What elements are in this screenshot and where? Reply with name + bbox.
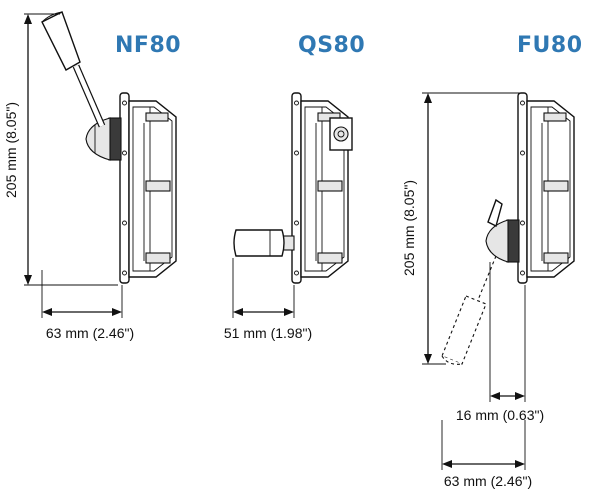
fu80-housing [517,92,575,284]
nf80-height-dimension [24,13,118,286]
fu80-width-label: 63 mm (2.46") [444,473,532,489]
qs80-handle [233,229,295,257]
nf80-height-label: 205 mm (8.05") [3,102,19,198]
qs80-unit: QS80 51 mm (1.98") [224,33,365,341]
fu80-offset-dimension [489,262,526,402]
nf80-unit: NF80 205 mm (8.05") [3,11,181,341]
fu80-hub [485,219,520,263]
nf80-housing [119,92,177,284]
fu80-width-dimension [441,420,526,470]
nf80-width-dimension [41,270,123,318]
fu80-height-dimension [422,92,520,365]
qs80-width-dimension [232,258,295,318]
fu80-height-label: 205 mm (8.05") [401,180,417,276]
qs80-width-label: 51 mm (1.98") [224,325,312,341]
nf80-width-label: 63 mm (2.46") [46,325,134,341]
nf80-title: NF80 [115,33,181,58]
qs80-nut [329,117,353,151]
fu80-unit: FU80 205 mm (8.05") [401,33,583,489]
nf80-lever-handle [41,11,106,128]
fu80-title: FU80 [517,33,583,58]
fu80-offset-label: 16 mm (0.63") [456,407,544,423]
qs80-title: QS80 [298,33,365,58]
nf80-hub [85,117,122,161]
fu80-lever-dashed [441,255,497,365]
fu80-lever-stub [487,198,503,228]
